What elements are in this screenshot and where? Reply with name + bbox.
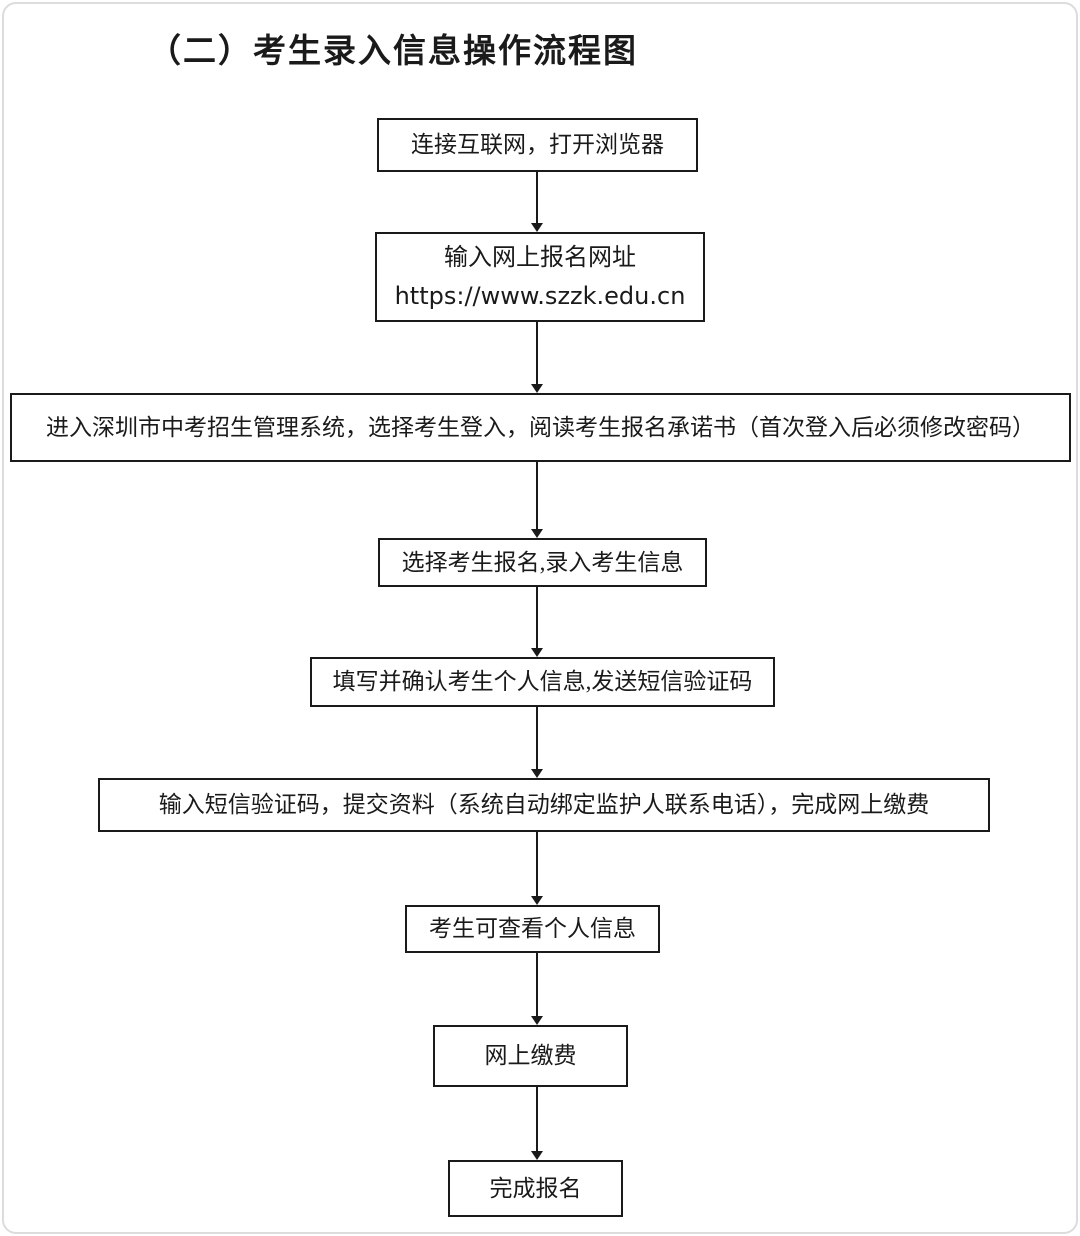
flow-node-login-system: 进入深圳市中考招生管理系统，选择考生登入，阅读考生报名承诺书（首次登入后必须修改… bbox=[10, 393, 1071, 462]
arrow-head-icon bbox=[531, 384, 543, 393]
registration-url-text: https://www.szzk.edu.cn bbox=[394, 282, 686, 310]
flow-node-label: 完成报名 bbox=[489, 1175, 582, 1201]
arrow-head-icon bbox=[531, 1016, 543, 1025]
arrow-head-icon bbox=[531, 529, 543, 538]
flow-arrow-down bbox=[530, 587, 544, 657]
flow-arrow-down bbox=[530, 1087, 544, 1160]
flow-arrow-down bbox=[530, 172, 544, 232]
flow-arrow-down bbox=[530, 707, 544, 778]
arrow-shaft bbox=[536, 172, 538, 224]
flow-node-label: 选择考生报名,录入考生信息 bbox=[401, 549, 684, 575]
flow-node-fill-confirm-info: 填写并确认考生个人信息,发送短信验证码 bbox=[310, 657, 775, 707]
flow-node-label: 连接互联网，打开浏览器 bbox=[411, 132, 664, 158]
flow-node-submit-materials-payment: 输入短信验证码，提交资料（系统自动绑定监护人联系电话），完成网上缴费 bbox=[98, 778, 990, 832]
flow-arrow-down bbox=[530, 322, 544, 393]
flow-node-online-payment: 网上缴费 bbox=[433, 1025, 628, 1087]
flow-node-enter-registration-url: 输入网上报名网址 https://www.szzk.edu.cn bbox=[375, 232, 705, 322]
flow-arrow-down bbox=[530, 953, 544, 1025]
arrow-shaft bbox=[536, 953, 538, 1017]
arrow-head-icon bbox=[531, 223, 543, 232]
flow-node-view-personal-info: 考生可查看个人信息 bbox=[405, 905, 660, 953]
flow-node-label: 输入网上报名网址 bbox=[444, 244, 636, 271]
arrow-shaft bbox=[536, 707, 538, 770]
flow-arrow-down bbox=[530, 832, 544, 905]
flow-node-select-candidate-registration: 选择考生报名,录入考生信息 bbox=[378, 538, 707, 587]
arrow-head-icon bbox=[531, 769, 543, 778]
flow-arrow-down bbox=[530, 462, 544, 538]
arrow-head-icon bbox=[531, 896, 543, 905]
arrow-head-icon bbox=[531, 648, 543, 657]
arrow-shaft bbox=[536, 1087, 538, 1152]
arrow-shaft bbox=[536, 322, 538, 385]
flow-node-label: 网上缴费 bbox=[484, 1043, 577, 1069]
arrow-shaft bbox=[536, 587, 538, 649]
flow-node-label: 输入短信验证码，提交资料（系统自动绑定监护人联系电话），完成网上缴费 bbox=[158, 792, 930, 818]
flow-node-connect-internet: 连接互联网，打开浏览器 bbox=[377, 118, 698, 172]
flow-node-label: 填写并确认考生个人信息,发送短信验证码 bbox=[332, 669, 753, 695]
flow-node-complete-registration: 完成报名 bbox=[448, 1160, 623, 1217]
arrow-head-icon bbox=[531, 1151, 543, 1160]
arrow-shaft bbox=[536, 462, 538, 530]
page-title: （二）考生录入信息操作流程图 bbox=[148, 34, 638, 70]
flow-node-label: 进入深圳市中考招生管理系统，选择考生登入，阅读考生报名承诺书（首次登入后必须修改… bbox=[46, 414, 1035, 440]
arrow-shaft bbox=[536, 832, 538, 897]
flow-node-label: 考生可查看个人信息 bbox=[429, 916, 636, 942]
